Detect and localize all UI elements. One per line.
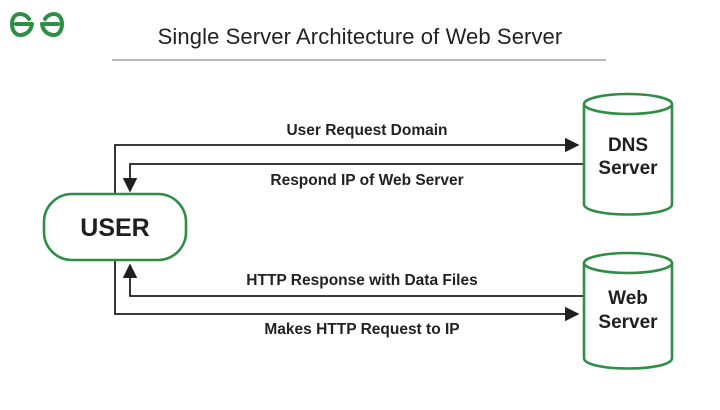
- geeksforgeeks-logo-icon: [10, 12, 64, 37]
- edge-user-to-dns: [114, 137, 580, 198]
- dns-server-node: DNS Server: [582, 92, 674, 216]
- web-server-label-line2: Server: [598, 312, 658, 333]
- edge-label-user-request-domain: User Request Domain: [286, 122, 447, 139]
- edge-label-http-response: HTTP Response with Data Files: [246, 272, 477, 289]
- edge-user-to-web: [114, 258, 580, 322]
- user-node: USER: [42, 192, 188, 262]
- edge-dns-to-user: [122, 163, 584, 193]
- edge-label-http-request: Makes HTTP Request to IP: [264, 321, 459, 338]
- user-node-label: USER: [80, 214, 149, 242]
- diagram-title: Single Server Architecture of Web Server: [157, 24, 563, 49]
- dns-server-label-line1: DNS: [608, 135, 648, 156]
- edge-web-to-user: [122, 263, 584, 297]
- web-server-label-line1: Web: [608, 288, 648, 309]
- web-server-node: Web Server: [582, 251, 674, 370]
- title-underline: [112, 59, 606, 61]
- edge-label-respond-ip: Respond IP of Web Server: [270, 172, 463, 189]
- dns-server-label-line2: Server: [598, 158, 658, 179]
